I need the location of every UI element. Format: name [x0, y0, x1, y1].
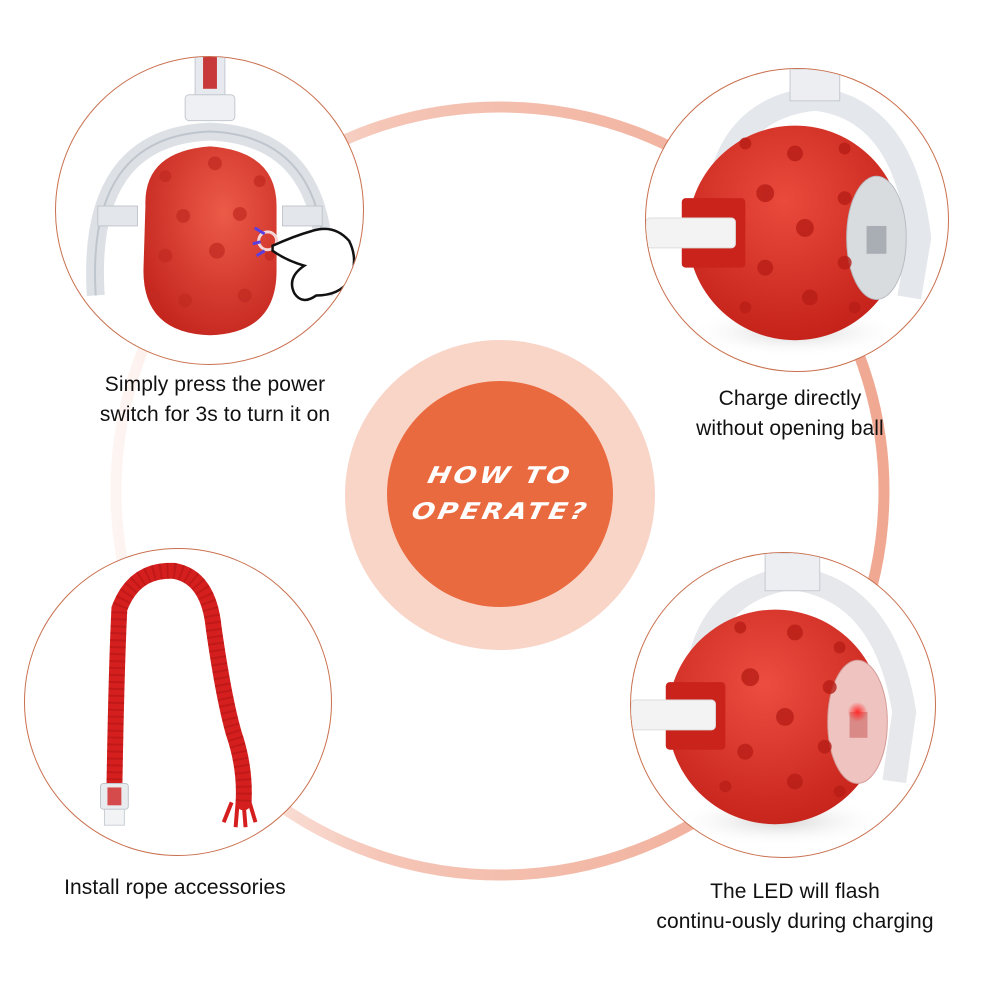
ball-power-illustration [86, 57, 356, 336]
step-power-image [55, 56, 364, 365]
step-rope-caption: Install rope accessories [40, 873, 310, 903]
center-title-line1: HOW TO [425, 462, 575, 489]
rope-illustration [100, 562, 258, 828]
step-power-caption-line2: switch for 3s to turn it on [99, 403, 331, 426]
step-rope-caption-line1: Install rope accessories [64, 876, 286, 899]
step-led-caption: The LED will flash continu-ously during … [630, 877, 960, 937]
center-title-line2: OPERATE? [408, 498, 592, 525]
ball-led-illustration [631, 553, 917, 847]
center-badge: HOW TO OPERATE? [387, 381, 613, 607]
step-charge-image [645, 68, 949, 372]
ball-charging-illustration [646, 69, 932, 358]
step-charge-caption-line2: without opening ball [696, 417, 884, 440]
step-led-caption-line2: continu-ously during charging [656, 910, 934, 933]
step-charge-caption: Charge directly without opening ball [650, 384, 930, 444]
step-power-caption: Simply press the power switch for 3s to … [60, 370, 370, 430]
step-rope-image [24, 548, 332, 856]
step-led-caption-line1: The LED will flash [710, 880, 880, 903]
step-power-caption-line1: Simply press the power [104, 373, 326, 396]
step-charge-caption-line1: Charge directly [718, 387, 862, 410]
step-led-image [630, 552, 936, 858]
